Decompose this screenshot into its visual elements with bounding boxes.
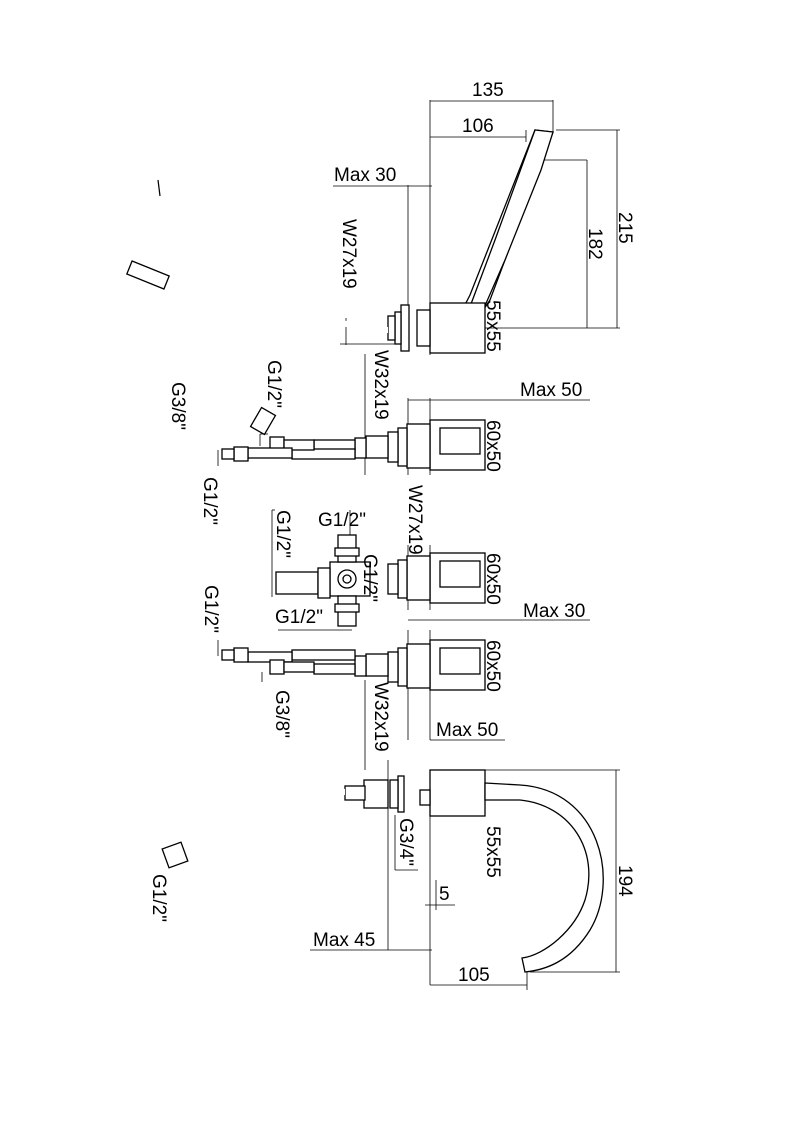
dim-spout-base: 55x55 xyxy=(482,300,503,352)
conn-hose-nut-top: G1/2" xyxy=(263,360,284,408)
dim-spout-offset: 106 xyxy=(462,116,494,137)
hand-shower-assembly xyxy=(161,760,620,990)
dim-spout-height-inner: 182 xyxy=(584,228,605,260)
dim-hand-height: 194 xyxy=(614,865,635,897)
dim-spout-reach: 135 xyxy=(472,80,504,101)
dim-max-deck-bottom: Max 50 xyxy=(436,720,498,741)
dim-max-deck-top: Max 30 xyxy=(334,165,396,186)
dim-max-deck-lower: Max 30 xyxy=(523,601,585,622)
dim-hand-base: 55x55 xyxy=(482,826,503,878)
dim-valve2-base: 60x50 xyxy=(482,553,503,605)
conn-valve3-outlet: G3/8" xyxy=(271,690,292,738)
dim-hand-reach: 105 xyxy=(458,965,490,986)
dim-max-deck-mid: Max 50 xyxy=(520,380,582,401)
connection-labels: G1/2" G3/8" G1/2" G1/2" G1/2" G1/2" G1/2… xyxy=(148,360,380,922)
valve-1-assembly xyxy=(217,354,590,475)
dimension-labels: 135 106 Max 30 215 182 W27x19 55x55 W32x… xyxy=(313,80,635,986)
diverter-assembly xyxy=(271,509,590,631)
conn-diverter-center: G1/2" xyxy=(359,554,380,602)
dim-max-deck-hand: Max 45 xyxy=(313,930,375,951)
spout-assembly xyxy=(90,100,620,436)
dim-spout-height-outer: 215 xyxy=(614,212,635,244)
conn-diverter-bottom: G1/2" xyxy=(275,607,323,628)
dim-valve3-thread: W32x19 xyxy=(370,682,391,752)
valve-3-assembly xyxy=(217,630,505,770)
dim-hand-thread: G3/4" xyxy=(395,818,416,866)
dim-valve1-base: 60x50 xyxy=(482,420,503,472)
conn-valve1-inlet: G1/2" xyxy=(199,477,220,525)
dim-valve3-base: 60x50 xyxy=(482,640,503,692)
dim-spout-thread: W27x19 xyxy=(338,219,359,289)
conn-diverter-top: G1/2" xyxy=(318,510,366,531)
dim-valve1-thread: W32x19 xyxy=(370,350,391,420)
dim-diverter-thread: W27x19 xyxy=(404,485,425,555)
conn-diverter-side: G1/2" xyxy=(272,510,293,558)
dim-hand-gap: 5 xyxy=(439,884,450,905)
conn-valve3-inlet: G1/2" xyxy=(200,585,221,633)
conn-valve1-outlet: G3/8" xyxy=(167,382,188,430)
conn-hand-hose-end: G1/2" xyxy=(148,874,169,922)
